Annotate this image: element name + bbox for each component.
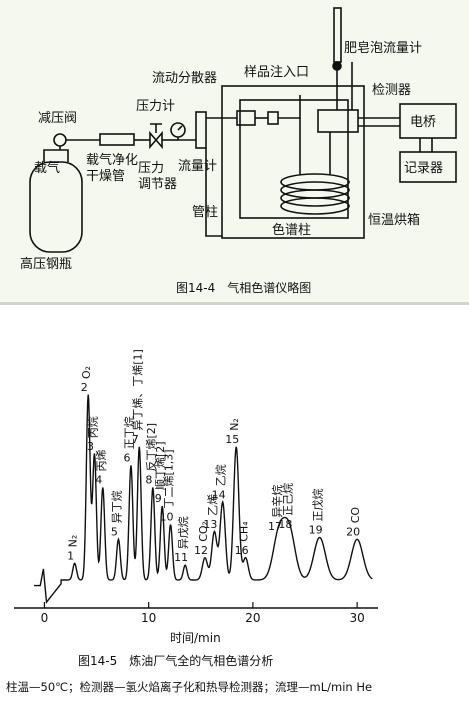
peak-compound-label: CO₂ xyxy=(197,521,210,542)
peak-number: 13 xyxy=(203,518,217,531)
peak-number: 15 xyxy=(225,433,239,446)
bridge-box xyxy=(399,103,457,139)
peak-compound-label: 乙烯 xyxy=(206,494,219,516)
peak-number: 10 xyxy=(160,511,174,524)
peak-number: 11 xyxy=(174,551,188,564)
peak-number: 18 xyxy=(278,518,292,531)
peak-compound-label: N₂ xyxy=(228,418,241,431)
peak-compound-label: 异戊烷 xyxy=(176,516,190,549)
label-cylinder: 高压钢瓶 xyxy=(20,256,72,272)
label-pressure-regulator-1: 压力 xyxy=(138,161,164,176)
peak-number: 5 xyxy=(111,525,118,538)
peak-compound-label: 丁二烯[1,3] xyxy=(163,449,176,508)
peak-compound-label: 异丁烯、丁烯[1] xyxy=(131,349,144,431)
oven-inner xyxy=(239,99,349,219)
label-pressure-gauge: 压力计 xyxy=(136,99,175,114)
pressure-regulator-icon xyxy=(149,130,163,150)
label-column: 色谱柱 xyxy=(272,222,311,238)
peak-compound-label: CH₄ xyxy=(238,521,251,542)
peak-number: 12 xyxy=(194,544,208,557)
gas-cylinder xyxy=(29,161,83,253)
x-tick-label: 10 xyxy=(141,611,156,625)
label-oven: 恒温烘箱 xyxy=(368,212,420,228)
conditions-note: 柱温—50℃；检测器—氢火焰离子化和热导检测器；流理—mL/min He xyxy=(6,680,372,694)
peak-compound-label: 顺丁烯[2] xyxy=(154,441,167,490)
peak-compound-label: 反丁烯[2] xyxy=(145,423,158,472)
label-carrier-gas: 载气 xyxy=(34,160,60,176)
peak-compound-label: 异辛烷 xyxy=(270,485,284,518)
peak-number: 2 xyxy=(81,381,88,394)
peak-number: 6 xyxy=(123,451,130,464)
peak-number: 3 xyxy=(87,440,94,453)
peak-compound-label: N₂ xyxy=(67,535,80,548)
peak-number: 17 xyxy=(268,520,282,533)
peak-compound-label: O₂ xyxy=(80,366,93,379)
peak-compound-label: 正丁烷 xyxy=(122,416,136,449)
label-column-tube: 管柱 xyxy=(192,205,218,220)
peak-number: 8 xyxy=(145,474,152,487)
peak-number: 19 xyxy=(309,523,323,536)
panel-divider xyxy=(0,302,469,305)
label-soap-flowmeter: 肥皂泡流量计 xyxy=(344,41,422,56)
peak-number: 14 xyxy=(212,488,226,501)
apparatus-diagram: 减压阀 载气 载气净化 干燥管 压力计 压力 调节器 流量计 流动分散器 样品注… xyxy=(20,7,457,295)
peak-number: 1 xyxy=(67,549,74,562)
label-detector: 检测器 xyxy=(372,83,411,98)
label-pressure-valve: 减压阀 xyxy=(38,111,77,126)
peak-compound-label: 正戊烷 xyxy=(311,488,325,521)
peak-number: 20 xyxy=(346,525,360,538)
peak-compound-label: CO xyxy=(349,507,362,524)
label-recorder: 记录器 xyxy=(404,161,443,176)
chromatogram-trace xyxy=(34,394,373,605)
peak-compound-label: 丙烯 xyxy=(95,450,108,472)
peak-number: 7 xyxy=(132,433,139,446)
label-pressure-regulator-2: 调节器 xyxy=(138,177,177,192)
label-splitter: 流动分散器 xyxy=(152,71,217,86)
peak-compound-label: 乙烷 xyxy=(214,464,228,486)
peak-compound-label: 异丁烷 xyxy=(109,490,123,523)
x-tick-label: 20 xyxy=(245,611,260,625)
x-tick-label: 30 xyxy=(350,611,365,625)
apparatus-panel xyxy=(0,0,469,302)
label-flow-meter: 流量计 xyxy=(178,159,217,174)
label-bridge: 电桥 xyxy=(410,115,436,130)
figure-14-4-caption: 图14-4 气相色谱仪略图 xyxy=(176,280,311,295)
peak-number: 4 xyxy=(95,474,102,487)
x-tick-label: 0 xyxy=(41,611,49,625)
label-injector: 样品注入口 xyxy=(244,65,309,80)
oven-outer xyxy=(221,85,365,239)
label-purify-tube-2: 干燥管 xyxy=(86,169,125,184)
label-purify-tube-1: 载气净化 xyxy=(86,152,138,168)
x-axis-label: 时间/min xyxy=(170,631,221,645)
peak-compound-label: 丙烷 xyxy=(85,416,99,438)
flow-meter-icon xyxy=(195,111,207,149)
peak-number: 16 xyxy=(235,544,249,557)
figure-14-5-caption: 图14-5 炼油厂气全的气相色谱分析 xyxy=(78,653,273,668)
detector-block xyxy=(317,109,359,133)
peak-compound-label: 正己烷 xyxy=(280,483,294,516)
peak-number: 9 xyxy=(155,492,162,505)
recorder-box xyxy=(399,151,457,183)
cylinder-neck xyxy=(43,149,69,162)
